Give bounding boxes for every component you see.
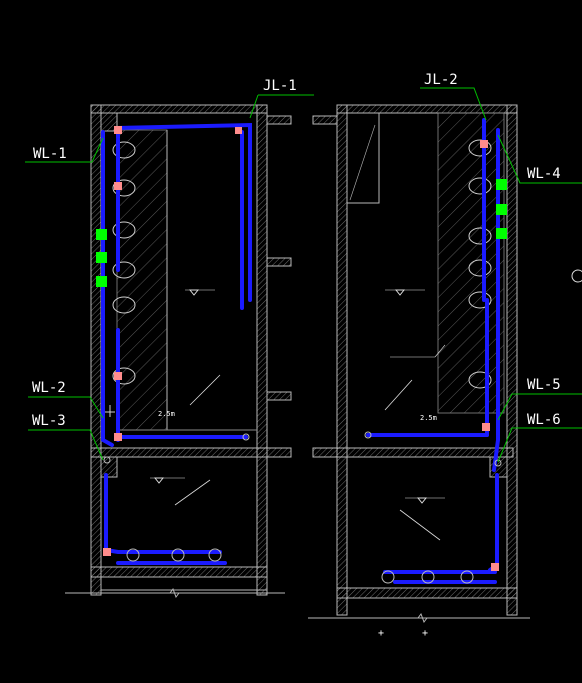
level-marker-icon [394, 289, 406, 296]
toilet-icon [112, 261, 136, 279]
right-valves [496, 179, 507, 239]
right-walls [312, 104, 518, 616]
right-fixtures [468, 139, 492, 389]
left-fixture-zone [116, 129, 168, 431]
toilet-icon [468, 371, 492, 389]
wl4-label: WL-4 [527, 166, 561, 182]
right-cleanouts [364, 431, 502, 584]
left-valves [96, 229, 107, 287]
water-pipe [116, 122, 252, 302]
left-pipes [101, 122, 252, 565]
valve-icon [96, 229, 107, 240]
left-fixtures [105, 141, 136, 417]
cross-mark-icon: + [422, 628, 428, 639]
left-leaders [25, 94, 314, 461]
wl1-label: WL-1 [33, 146, 67, 162]
right-leaders [420, 87, 582, 463]
left-level-markers [150, 289, 221, 506]
wl3-label: WL-3 [32, 413, 66, 429]
wl6-label: WL-6 [527, 412, 561, 428]
break-mark-icon [169, 587, 180, 599]
valve-icon [96, 252, 107, 263]
toilet-icon [112, 296, 136, 314]
partial-symbol-icon [571, 269, 582, 283]
valve-icon [96, 276, 107, 287]
right-pipe-fittings [480, 140, 499, 571]
cross-mark-icon: + [378, 628, 384, 639]
valve-icon [496, 204, 507, 215]
jl2-label: JL-2 [424, 72, 458, 88]
toilet-icon [112, 179, 136, 197]
level-marker-icon [188, 289, 200, 296]
jl1-label: JL-1 [263, 78, 297, 94]
drain-pipe [104, 473, 222, 554]
right-level-markers [384, 289, 446, 541]
slope-arrow-icon [384, 379, 413, 411]
toilet-icon [468, 259, 492, 277]
toilet-icon [112, 367, 136, 385]
valve-icon [496, 179, 507, 190]
cross-mark-icon [105, 405, 115, 417]
right-closet [346, 112, 380, 204]
left-pipe-fittings [103, 126, 242, 556]
right-unit: + + 2.5m [308, 72, 582, 639]
valve-icon [496, 228, 507, 239]
wl2-label: WL-2 [32, 380, 66, 396]
break-mark-icon [417, 612, 428, 624]
left-walls [90, 104, 292, 596]
drain-pipe [488, 473, 499, 572]
pipe-size-label: 2.5m [420, 414, 437, 422]
left-cleanouts [103, 433, 250, 562]
toilet-icon [112, 221, 136, 239]
level-marker-icon [416, 497, 428, 504]
drain-pipe [101, 130, 114, 447]
slope-arrow-icon [174, 479, 211, 506]
toilet-icon [468, 291, 492, 309]
toilet-icon [468, 177, 492, 195]
level-marker-icon [153, 477, 165, 484]
slope-arrow-icon [189, 374, 221, 406]
slope-arrow-icon [399, 509, 441, 541]
toilet-icon [112, 141, 136, 159]
toilet-icon [468, 227, 492, 245]
pipe-size-label: 2.5m [158, 410, 175, 418]
left-unit: 2.5m [25, 78, 314, 599]
wl5-label: WL-5 [527, 377, 561, 393]
